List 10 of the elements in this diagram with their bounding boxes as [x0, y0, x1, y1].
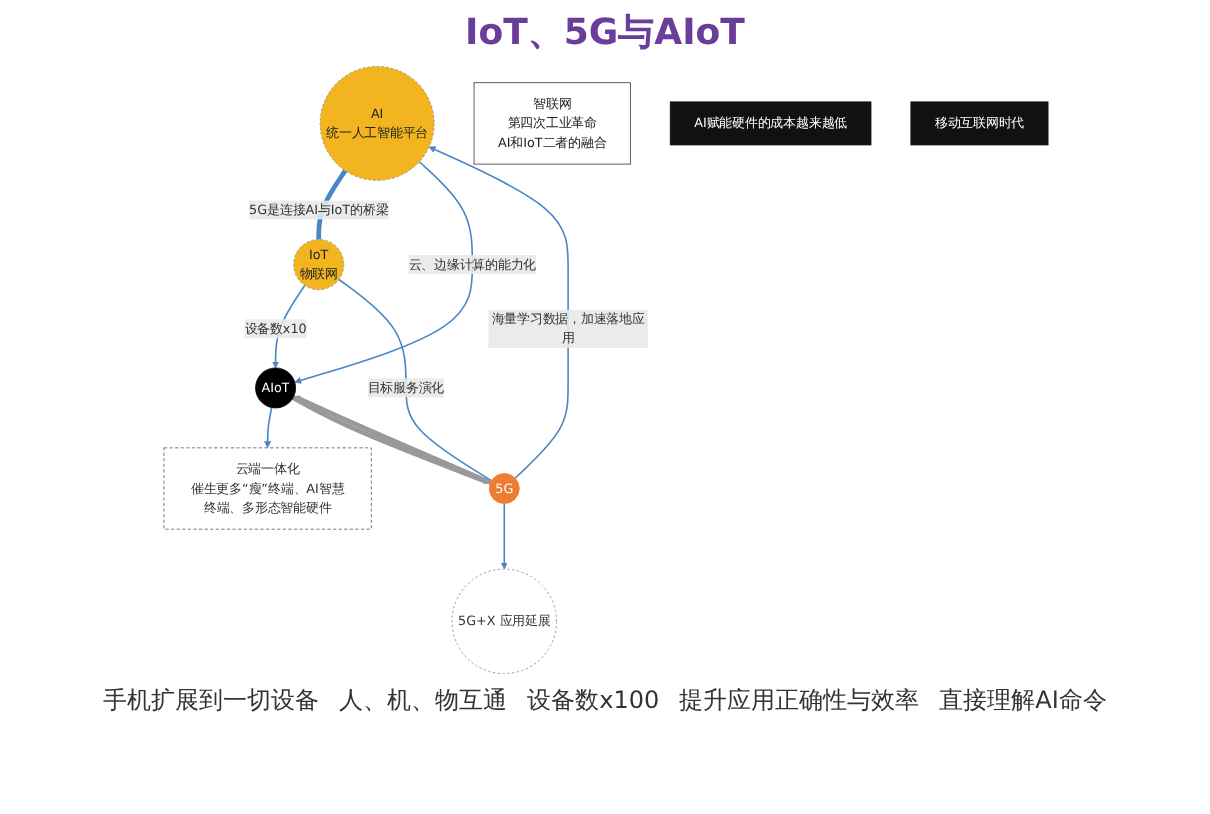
- note-text: 手机扩展到一切设备: [103, 684, 320, 718]
- note-text: 提升应用正确性与效率: [679, 684, 920, 718]
- arrow: [263, 406, 272, 449]
- arrow: [499, 502, 507, 570]
- arrow: [427, 146, 568, 479]
- note-text: 设备数x100: [527, 684, 660, 718]
- note-text: 直接理解AI命令: [939, 684, 1107, 718]
- connector: [337, 278, 492, 482]
- title: IoT、5G与AIoT: [465, 10, 745, 56]
- note-text: 人、机、物互通: [339, 684, 508, 718]
